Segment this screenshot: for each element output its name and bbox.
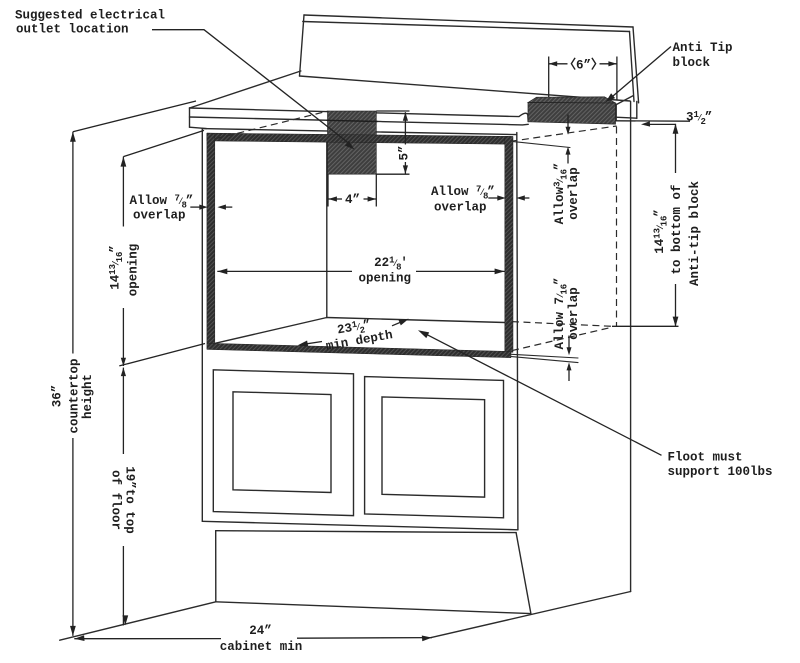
svg-text:221⁄8': 221⁄8' bbox=[374, 256, 408, 273]
svg-text:overlap: overlap bbox=[133, 209, 186, 223]
svg-text:31⁄2”: 31⁄2” bbox=[686, 110, 712, 127]
svg-text:231⁄2”: 231⁄2” bbox=[336, 317, 372, 340]
svg-text:Floot must: Floot must bbox=[668, 451, 743, 465]
svg-text:4”: 4” bbox=[345, 193, 360, 207]
svg-text:countertop: countertop bbox=[68, 358, 82, 433]
svg-text:Allow3⁄16”: Allow3⁄16” bbox=[553, 163, 570, 225]
svg-text:overlap: overlap bbox=[434, 201, 487, 215]
svg-text:Allow 7⁄8”: Allow 7⁄8” bbox=[431, 185, 495, 202]
svg-text:Allow 7⁄8”: Allow 7⁄8” bbox=[130, 194, 194, 211]
svg-text:opening: opening bbox=[127, 244, 141, 297]
svg-text:Anti Tip: Anti Tip bbox=[673, 41, 733, 55]
svg-text:36”: 36” bbox=[51, 385, 65, 408]
svg-text:19”to top: 19”to top bbox=[123, 466, 137, 534]
svg-text:5”: 5” bbox=[398, 145, 412, 160]
svg-text:Anti-tip block: Anti-tip block bbox=[688, 180, 702, 286]
svg-text:opening: opening bbox=[358, 272, 411, 286]
svg-text:〈6”〉: 〈6”〉 bbox=[563, 57, 603, 73]
svg-text:height: height bbox=[81, 374, 95, 419]
svg-text:24”: 24” bbox=[249, 624, 272, 638]
svg-text:of floor: of floor bbox=[109, 470, 123, 530]
svg-text:cabinet min: cabinet min bbox=[220, 640, 303, 654]
svg-text:outlet location: outlet location bbox=[16, 23, 129, 37]
svg-text:to bottom of: to bottom of bbox=[670, 184, 684, 274]
svg-text:Allow 7⁄16”: Allow 7⁄16” bbox=[553, 278, 570, 350]
svg-text:block: block bbox=[673, 56, 711, 70]
svg-text:overlap: overlap bbox=[567, 287, 581, 340]
svg-text:overlap: overlap bbox=[567, 167, 581, 220]
svg-text:Suggested electrical: Suggested electrical bbox=[15, 9, 165, 23]
svg-text:support 100lbs: support 100lbs bbox=[668, 465, 773, 479]
